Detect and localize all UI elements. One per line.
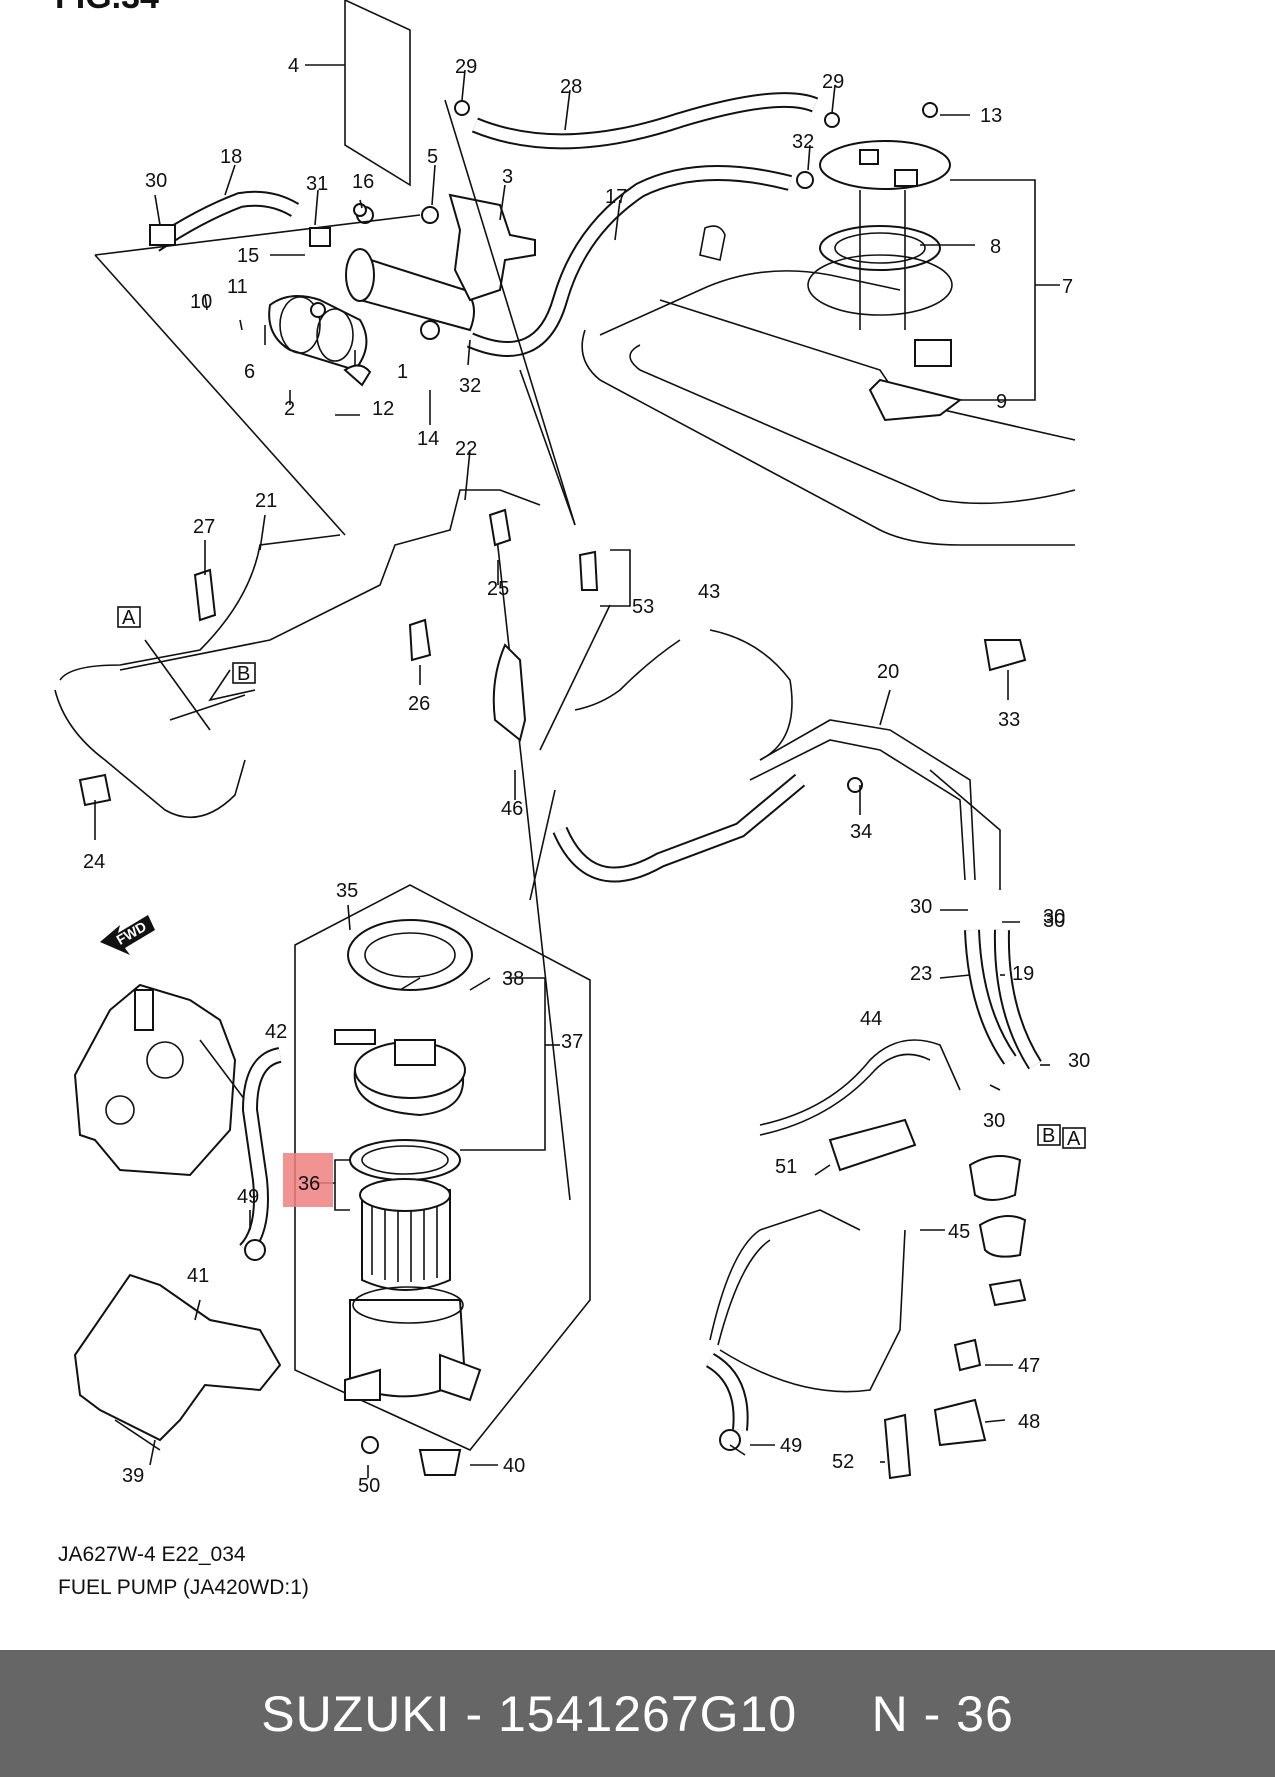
ref-mark-a-left: A	[122, 607, 136, 629]
callout: 47	[1018, 1355, 1040, 1377]
callout: 36	[298, 1173, 320, 1195]
caption-code: JA627W-4 E22_034	[58, 1543, 246, 1566]
callout: 29	[455, 56, 477, 78]
callout: 46	[501, 798, 523, 820]
callout: 34	[850, 821, 872, 843]
leader-lines	[94, 99, 576, 731]
callout: 2	[284, 398, 295, 420]
callout: 11	[227, 276, 248, 298]
callout: 19	[1012, 963, 1034, 985]
callout: 15	[237, 245, 259, 267]
ref-marks: A B B A	[117, 606, 1086, 1150]
panel-4	[344, 0, 411, 187]
callout: 20	[877, 661, 899, 683]
callout: 4	[288, 55, 299, 77]
callout: 30	[1043, 906, 1065, 928]
ref-mark-b-left: B	[237, 663, 250, 685]
callout: 30	[1043, 910, 1065, 932]
canister-group	[268, 193, 536, 387]
fig-label: FIG.34	[55, 0, 159, 16]
callout: 25	[487, 578, 509, 600]
callout: 32	[792, 131, 814, 153]
fuel-tank	[581, 225, 1076, 546]
callout: 38	[502, 968, 524, 990]
hose-42	[238, 1047, 282, 1256]
callout: 51	[775, 1156, 797, 1178]
engine-pump	[73, 983, 246, 1177]
callout: 26	[408, 693, 430, 715]
ref-mark-a-right: A	[1067, 1128, 1081, 1150]
caption-title: FUEL PUMP (JA420WD:1)	[58, 1576, 309, 1599]
callout: 39	[122, 1465, 144, 1487]
callout: 8	[990, 236, 1001, 258]
callout: 16	[352, 171, 374, 193]
callout: 21	[255, 490, 277, 512]
callout-numbers: 1 2 3 4 5 6 7 8 9 10 11 12 13 14 15 16 1…	[83, 55, 1090, 1497]
fuel-pump-module	[807, 140, 963, 422]
callout: 42	[265, 1021, 287, 1043]
fuel-lines-upper	[54, 489, 541, 818]
callout: 14	[417, 428, 439, 450]
footer-bar: SUZUKI - 1541267G10 N - 36	[0, 1650, 1275, 1777]
callout: 31	[306, 173, 328, 195]
callout: 17	[605, 186, 627, 208]
callout: 33	[998, 709, 1020, 731]
callout: 32	[459, 375, 481, 397]
callout: 6	[244, 361, 255, 383]
callout: 29	[822, 71, 844, 93]
callout: 27	[193, 516, 215, 538]
callout: 49	[237, 1186, 259, 1208]
callout: 1	[397, 361, 408, 383]
callout: 44	[860, 1008, 882, 1030]
callout: 30	[910, 896, 932, 918]
callout: 10	[190, 291, 212, 313]
callout: 7	[1062, 276, 1073, 298]
callout: 43	[698, 581, 720, 603]
callout: 9	[996, 391, 1007, 413]
hoses-19-23	[964, 929, 1042, 1070]
small-parts	[78, 100, 1027, 1480]
part-number-label: SUZUKI - 1541267G10 N - 36	[261, 1685, 1014, 1742]
callout: 53	[632, 596, 654, 618]
callout: 30	[1068, 1050, 1090, 1072]
callout: 30	[145, 170, 167, 192]
callout: 35	[336, 880, 358, 902]
callout: 13	[980, 105, 1002, 127]
callout: 37	[561, 1031, 583, 1053]
callout: 50	[358, 1475, 380, 1497]
ref-mark-b-right: B	[1042, 1125, 1055, 1147]
callout: 12	[372, 398, 394, 420]
callout: 22	[455, 438, 477, 460]
fuel-lines-right	[494, 519, 1001, 1201]
parts-diagram: FIG.34	[54, 0, 1090, 1497]
callout: 5	[427, 146, 438, 168]
highlight-part-36	[283, 1153, 333, 1207]
callout-leaders	[94, 64, 1060, 1478]
callout: 3	[502, 166, 513, 188]
callout: 49	[780, 1435, 802, 1457]
callout: 18	[220, 146, 242, 168]
callout: 30	[983, 1110, 1005, 1132]
callout: 41	[187, 1265, 209, 1287]
callout: 28	[560, 76, 582, 98]
callout: 48	[1018, 1411, 1040, 1433]
evap-hoses	[150, 92, 819, 357]
callout: 23	[910, 963, 932, 985]
fuel-filter-assembly	[294, 884, 591, 1451]
callout: 52	[832, 1451, 854, 1473]
callout: 45	[948, 1221, 970, 1243]
callout: 24	[83, 851, 105, 873]
fwd-arrow-icon: FWD	[100, 915, 155, 955]
callout: 40	[503, 1455, 525, 1477]
bracket-41	[73, 1273, 282, 1442]
fuel-lines-lower	[705, 1039, 961, 1431]
